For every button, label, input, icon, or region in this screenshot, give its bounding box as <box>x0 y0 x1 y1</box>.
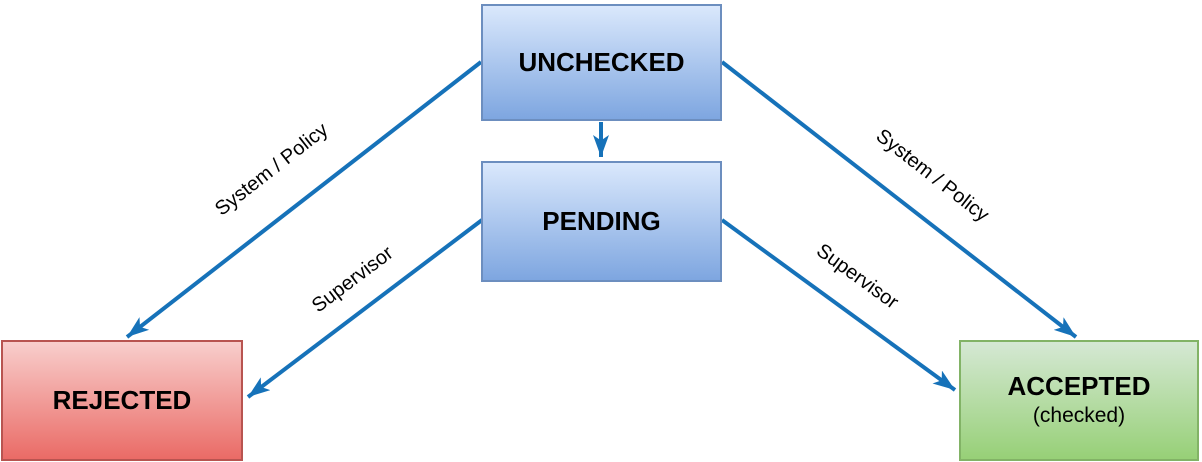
edge-unchecked-to-accepted <box>720 60 1078 339</box>
node-accepted-label: ACCEPTED <box>1007 371 1151 402</box>
node-accepted-sublabel: (checked) <box>1032 404 1126 428</box>
node-rejected-label: REJECTED <box>52 384 192 415</box>
edge-pending-to-accepted <box>720 218 957 392</box>
node-accepted: ACCEPTED (checked) <box>959 340 1199 461</box>
node-pending: PENDING <box>481 161 722 282</box>
node-unchecked: UNCHECKED <box>481 4 722 121</box>
edge-unchecked-to-rejected <box>125 60 483 339</box>
node-rejected: REJECTED <box>1 340 243 461</box>
edge-pending-to-rejected <box>246 218 484 399</box>
node-unchecked-label: UNCHECKED <box>518 46 685 77</box>
node-pending-label: PENDING <box>542 205 661 236</box>
